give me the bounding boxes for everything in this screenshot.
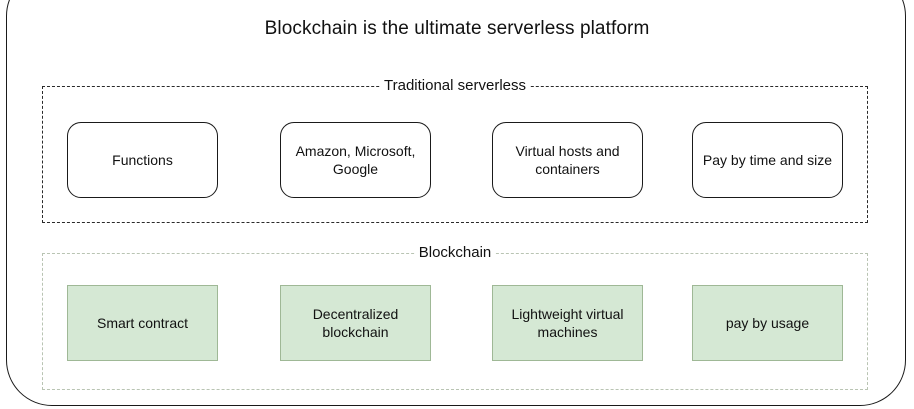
diagram-title: Blockchain is the ultimate serverless pl… — [264, 18, 650, 39]
traditional-box-hosts: Virtual hosts and containers — [492, 122, 643, 198]
outer-container — [6, 0, 906, 406]
traditional-serverless-label: Traditional serverless — [380, 76, 530, 96]
traditional-box-providers: Amazon, Microsoft, Google — [280, 122, 431, 198]
traditional-box-functions: Functions — [67, 122, 218, 198]
blockchain-group: Blockchain — [42, 243, 868, 390]
blockchain-label: Blockchain — [414, 243, 496, 263]
blockchain-box-pricing: pay by usage — [692, 285, 843, 361]
blockchain-box-smart-contract: Smart contract — [67, 285, 218, 361]
traditional-box-pricing: Pay by time and size — [692, 122, 843, 198]
blockchain-box-vms: Lightweight virtual machines — [492, 285, 643, 361]
blockchain-box-decentralized: Decentralized blockchain — [280, 285, 431, 361]
traditional-serverless-group: Traditional serverless — [42, 76, 868, 223]
